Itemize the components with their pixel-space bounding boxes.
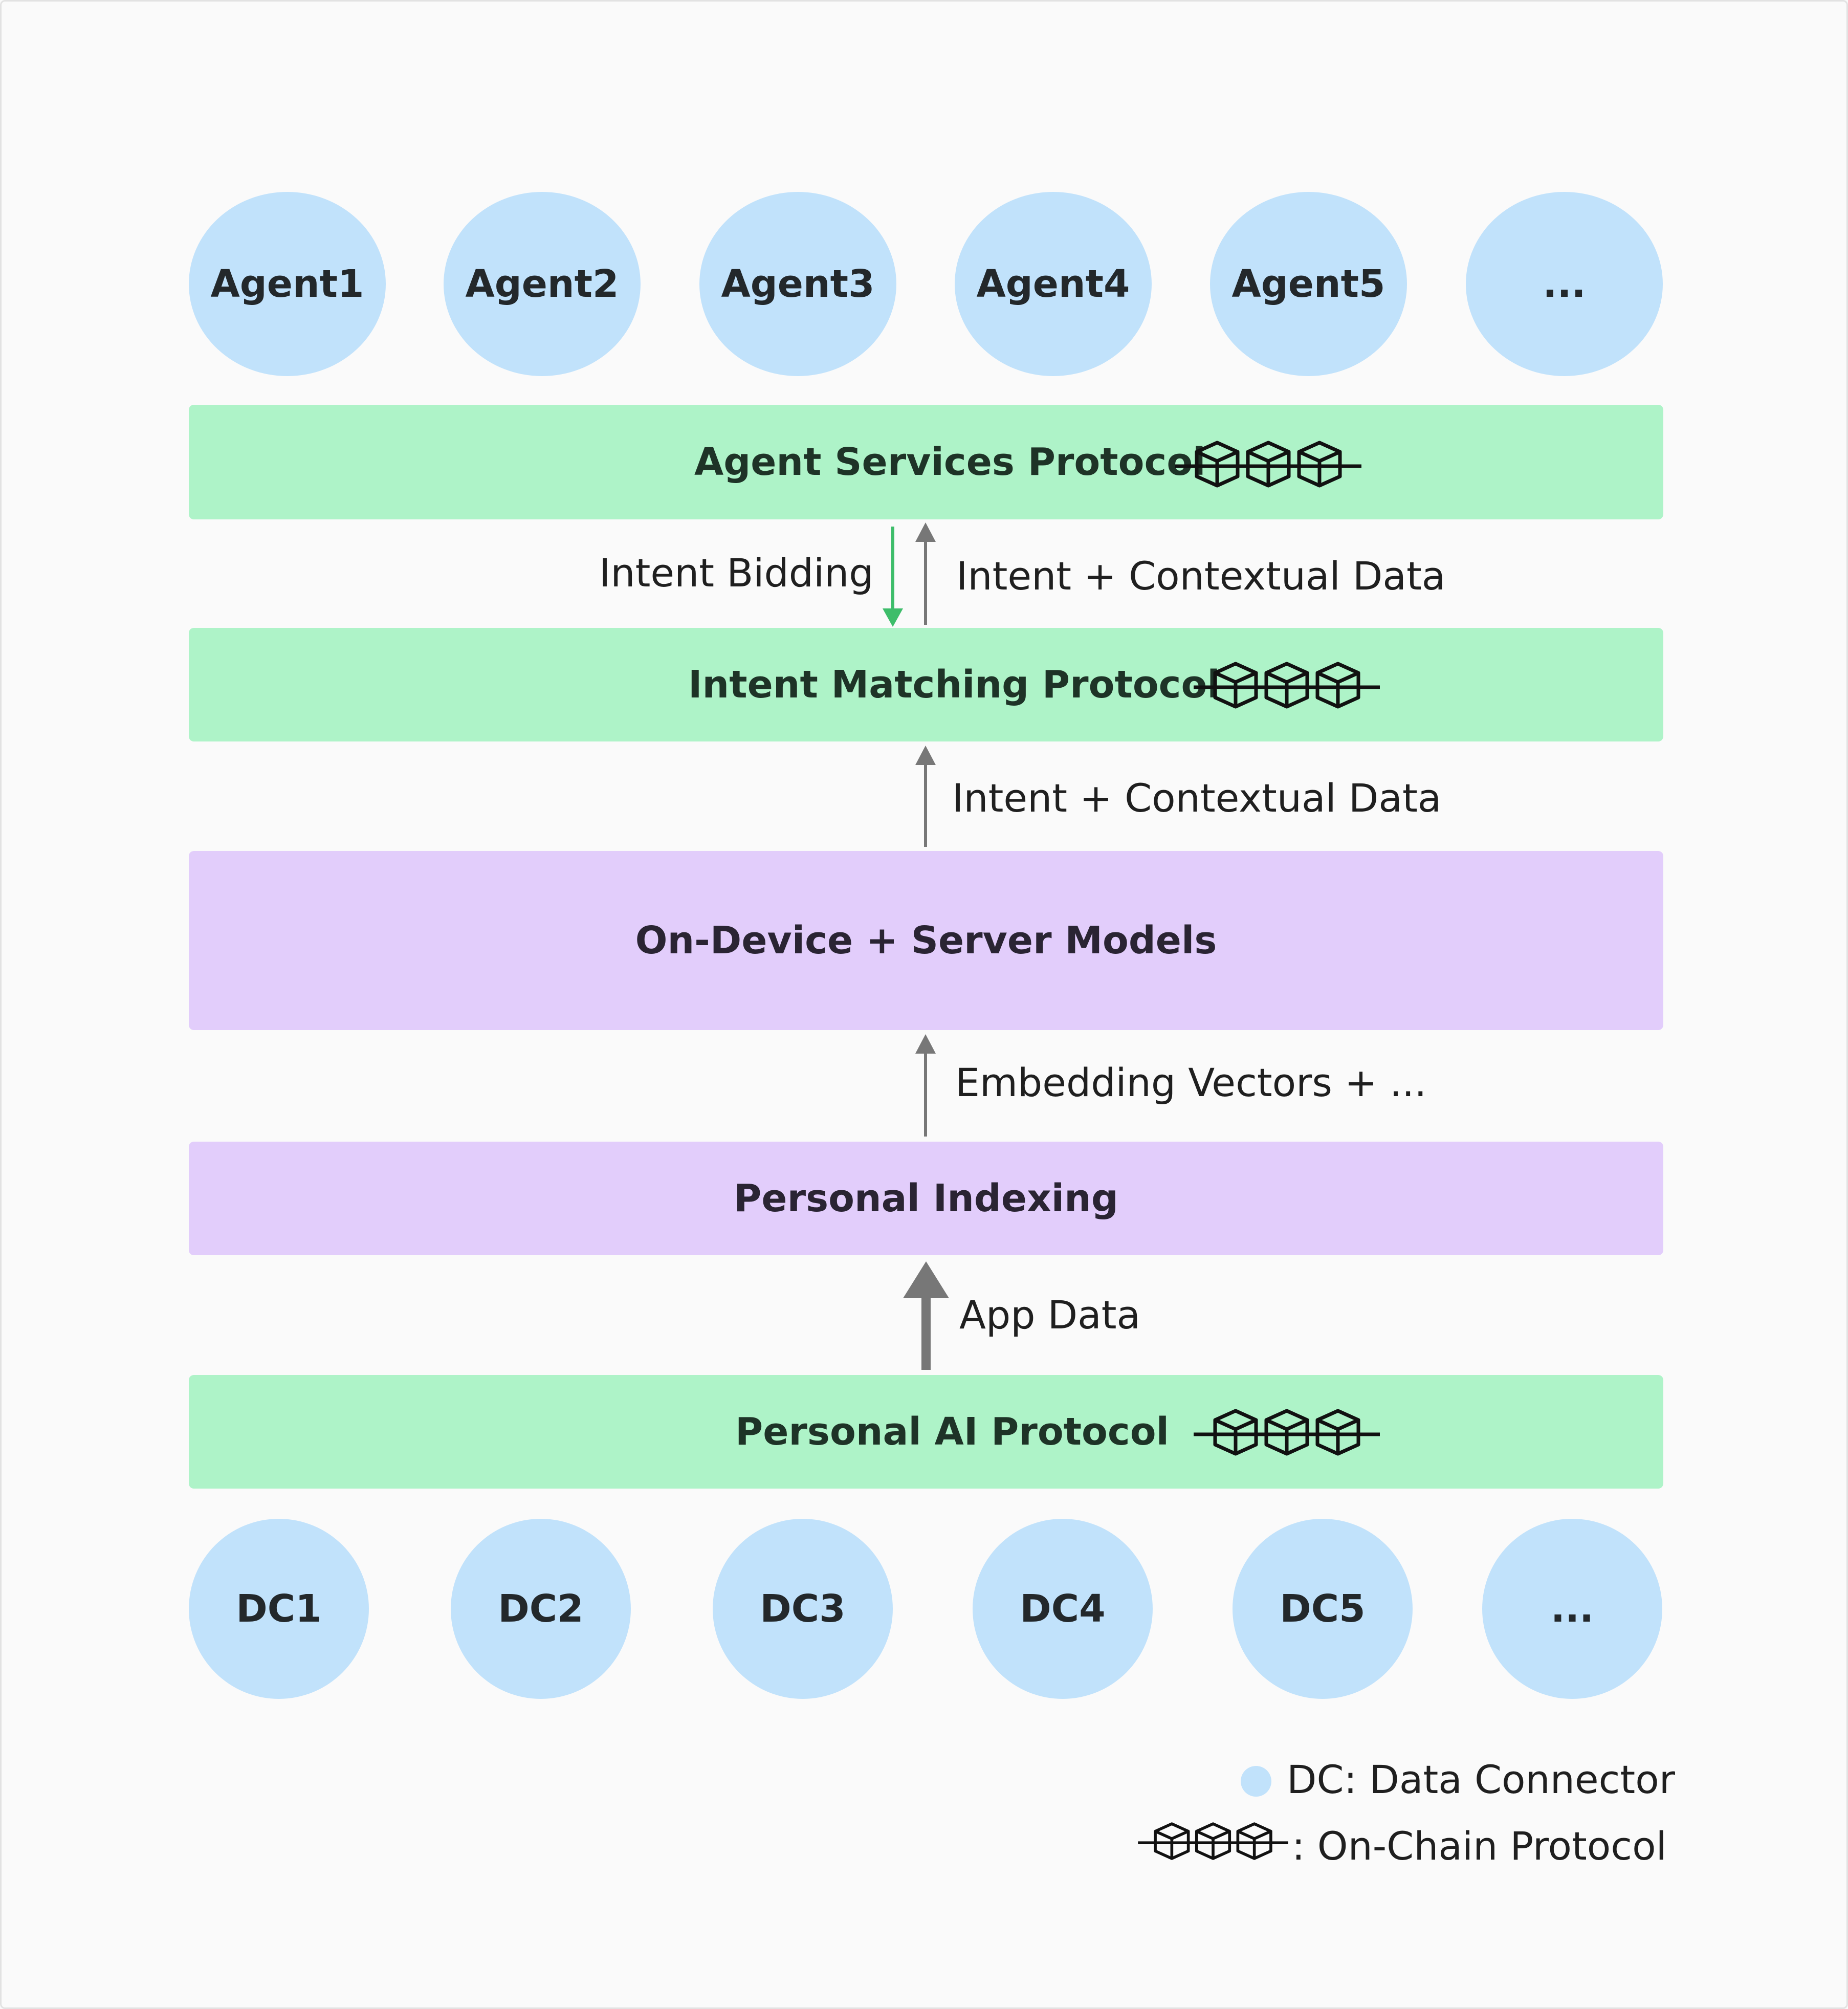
band-title: Personal Indexing	[734, 1176, 1118, 1220]
data-connector-node-2: DC2	[451, 1519, 631, 1699]
flow-label-embedding: Embedding Vectors + ...	[955, 1060, 1427, 1105]
agent-services-protocol-band: Agent Services Protocol	[189, 405, 1663, 519]
agent-label: Agent4	[976, 262, 1130, 306]
data-connector-node-more: ...	[1482, 1519, 1662, 1699]
legend-chain-text: : On-Chain Protocol	[1292, 1823, 1667, 1869]
models-band: On-Device + Server Models	[189, 851, 1663, 1030]
flow-label-intent-bidding: Intent Bidding	[599, 550, 874, 596]
agent-node-1: Agent1	[189, 192, 386, 376]
on-chain-protocol-icon	[1175, 441, 1361, 488]
band-title: Agent Services Protocol	[694, 440, 1206, 484]
data-connector-node-3: DC3	[713, 1519, 893, 1699]
agent-node-2: Agent2	[444, 192, 641, 376]
flow-label-intent-context-mid: Intent + Contextual Data	[952, 775, 1442, 821]
dc-label: DC3	[760, 1587, 846, 1631]
intent-matching-protocol-band: Intent Matching Protocol	[189, 628, 1663, 741]
agent-node-4: Agent4	[955, 192, 1152, 376]
dc-label: DC4	[1020, 1587, 1106, 1631]
embedding-up-arrow	[915, 1034, 936, 1137]
legend-dc-text: DC: Data Connector	[1287, 1757, 1675, 1802]
agent-node-5: Agent5	[1210, 192, 1407, 376]
on-chain-protocol-icon	[1194, 662, 1380, 709]
dc-label: DC2	[498, 1587, 584, 1631]
data-connector-node-5: DC5	[1233, 1519, 1413, 1699]
app-data-up-arrow	[903, 1261, 949, 1370]
personal-indexing-band: Personal Indexing	[189, 1142, 1663, 1255]
agent-label: ...	[1543, 262, 1586, 306]
agent-label: Agent2	[465, 262, 619, 306]
legend-on-chain-icon	[1138, 1822, 1288, 1860]
intent-bidding-arrow	[883, 527, 903, 627]
agent-label: Agent5	[1231, 262, 1385, 306]
agent-label: Agent1	[210, 262, 364, 306]
data-connector-node-4: DC4	[973, 1519, 1153, 1699]
band-title: Intent Matching Protocol	[688, 663, 1220, 707]
personal-ai-protocol-band: Personal AI Protocol	[189, 1375, 1663, 1489]
agent-label: Agent3	[721, 262, 875, 306]
flow-label-intent-context-top: Intent + Contextual Data	[956, 553, 1446, 599]
data-connector-node-1: DC1	[189, 1519, 369, 1699]
intent-context-up-arrow	[915, 522, 936, 625]
band-title: On-Device + Server Models	[635, 919, 1217, 963]
flow-label-app-data: App Data	[959, 1292, 1141, 1338]
dc-label: DC5	[1280, 1587, 1366, 1631]
legend-dc-swatch	[1241, 1766, 1271, 1797]
agent-node-more: ...	[1466, 192, 1663, 376]
dc-label: DC1	[236, 1587, 322, 1631]
dc-label: ...	[1550, 1587, 1594, 1631]
intent-context-up-arrow-mid	[915, 746, 936, 847]
band-title: Personal AI Protocol	[735, 1410, 1169, 1454]
agent-node-3: Agent3	[699, 192, 896, 376]
on-chain-protocol-icon	[1194, 1409, 1380, 1456]
